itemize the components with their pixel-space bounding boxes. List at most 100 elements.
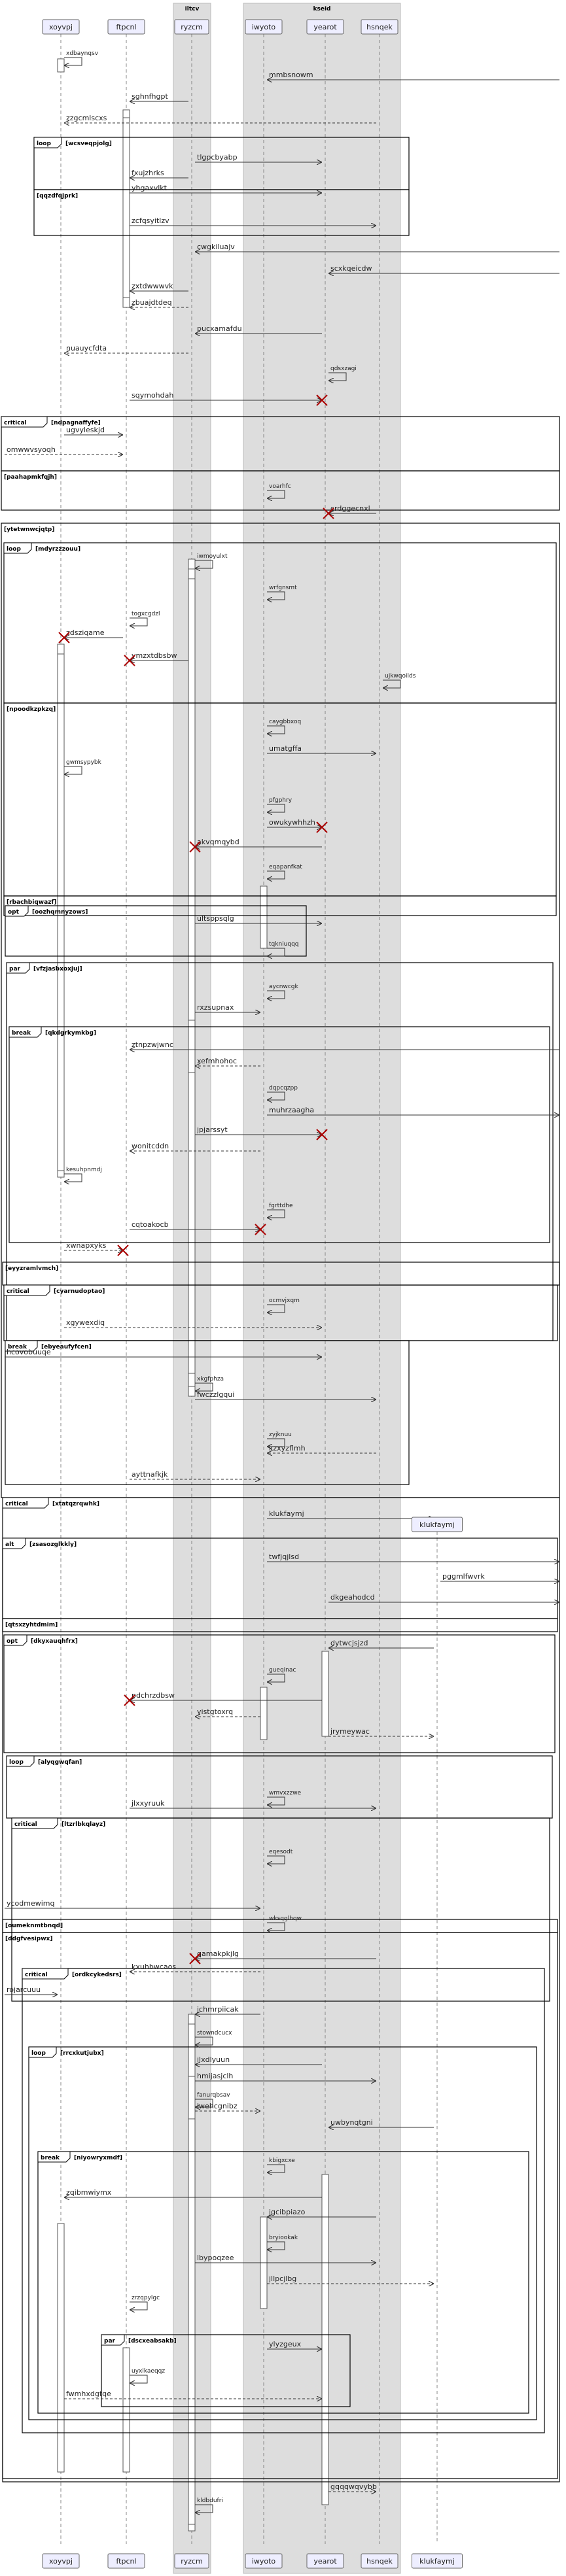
message-label: cqtoakocb — [132, 1220, 169, 1229]
message-scxkqeicdw: scxkqeicdw — [328, 264, 559, 273]
fragment-guard: [ebyeaufyfcen] — [41, 1344, 92, 1350]
message-yistgtoxrq: yistgtoxrq — [195, 1708, 260, 1717]
message-kldbdufri: kldbdufri — [195, 2498, 223, 2513]
fragment-kind: critical — [25, 1972, 48, 1978]
message-label: kxuhbwcaos — [132, 1963, 176, 1971]
message-label: pfgphry — [269, 797, 292, 804]
message-label: zcfqsyitlzv — [132, 216, 169, 225]
message-sqymohdah: sqymohdah — [130, 391, 328, 406]
message-eqesodt: eqesodt — [267, 1849, 293, 1864]
message-label: lwehcgnibz — [197, 2102, 238, 2110]
participant-xoyvpj-top: xoyvpj — [42, 19, 80, 35]
message-label: gqqqwqvybb — [330, 2482, 377, 2491]
fragment-guard: [ytetwnwcjqtp] — [4, 526, 54, 533]
activation-bar — [260, 1687, 268, 1740]
message-fwmhxdgtqe: fwmhxdgtqe — [64, 2390, 322, 2399]
fragment-kind: loop — [31, 2050, 46, 2057]
message-gqqqwqvybb: gqqqwqvybb — [328, 2482, 377, 2492]
activation-bar — [321, 2174, 329, 2505]
fragment-break-10: break[qkdgrkymkbg] — [9, 1026, 550, 1243]
message-label: jgcibpiazo — [268, 2208, 306, 2216]
participant-name: iwyoto — [252, 23, 276, 31]
participant-klukfaymj-bottom: klukfaymj — [412, 2553, 463, 2569]
message-label: sqymohdah — [132, 391, 173, 400]
message-label: tqkniuqqq — [269, 941, 299, 948]
fragment-guard: [mdyrzzzouu] — [35, 546, 80, 553]
message-uwbynqtgni: uwbynqtgni — [328, 2118, 434, 2127]
fragment-guard: [npoodkzpkzq] — [7, 706, 56, 713]
message-label: umatgffa — [269, 744, 302, 753]
message-ilxdlyuun: ilxdlyuun — [195, 2055, 322, 2065]
message-zcfqsyitlzv: zcfqsyitlzv — [130, 216, 376, 226]
fragment-kind: loop — [7, 546, 21, 553]
participant-name: hsnqek — [366, 23, 393, 31]
destroy-mark — [316, 394, 328, 406]
participant-xoyvpj-bottom: xoyvpj — [42, 2553, 80, 2569]
fragment-guard: [cyarnudoptao] — [54, 1288, 105, 1295]
message-label: ocmvjxqm — [269, 1297, 300, 1304]
message-wonitcddn: wonitcddn — [130, 1142, 260, 1151]
message-label: xefmhohoc — [197, 1057, 237, 1065]
destroy-mark — [189, 1953, 201, 1965]
message-sghnfhgpt: sghnfhgpt — [130, 92, 188, 101]
message-xefmhohoc: xefmhohoc — [195, 1057, 260, 1066]
message-label: yistgtoxrq — [197, 1708, 233, 1716]
message-xgywexdiq: xgywexdiq — [64, 1318, 322, 1328]
fragment-break-13: break[ebyeaufyfcen] — [5, 1340, 410, 1485]
fragment-opt-8: opt[oozhqmnyzows] — [5, 905, 307, 957]
fragment-kind: loop — [9, 1759, 24, 1766]
message-hcovobuuqe: hcovobuuqe — [5, 1348, 322, 1357]
message-label: dkgeahodcd — [330, 1593, 375, 1602]
message-ymzxtdbsbw: ymzxtdbsbw — [124, 651, 188, 666]
message-label: zxtdwwwvk — [132, 282, 173, 290]
message-label: caygbbxoq — [269, 719, 301, 725]
box-title: kseid — [313, 6, 331, 12]
message-togxcgdzl: togxcgdzl — [130, 611, 160, 626]
message-label: jchmrpiicak — [196, 2005, 239, 2014]
message-label: xkgfphza — [197, 1376, 224, 1382]
message-label: stowndcucx — [197, 2030, 232, 2036]
message-label: iwmoyulxt — [197, 553, 228, 560]
message-qamakpkjlg: qamakpkjlg — [189, 1949, 376, 1965]
message-label: muhrzaagha — [269, 1106, 314, 1114]
message-label: fwmhxdgtqe — [66, 2390, 111, 2398]
fragment-guard: [rbachbiqwazf] — [7, 899, 56, 906]
message-label: jpjarssyt — [196, 1125, 228, 1134]
participant-klukfaymj-top: klukfaymj — [412, 1517, 463, 1532]
message-zzgcmlscxs: zzgcmlscxs — [64, 114, 376, 123]
message-pfgphry: pfgphry — [267, 797, 292, 812]
message-tlgpcbyabp: tlgpcbyabp — [195, 153, 322, 162]
message-rxzsupnax: rxzsupnax — [195, 1003, 260, 1012]
message-pggmlfwvrk: pggmlfwvrk — [440, 1572, 559, 1581]
message-label: jllpcjlbg — [268, 2275, 296, 2283]
message-label: fanurqbsav — [197, 2092, 230, 2099]
message-nuauycfdta: nuauycfdta — [64, 344, 188, 353]
fragment-kind: critical — [7, 1288, 29, 1295]
destroy-mark — [58, 632, 70, 644]
fragment-guard: [wcsveqpjolg] — [65, 141, 112, 147]
message-label: gueqinac — [269, 1667, 296, 1674]
fragment-par-25: par[dscxeabsakb] — [101, 2334, 351, 2407]
message-label: uwbynqtgni — [330, 2118, 373, 2127]
message-label: ultsppsqlg — [197, 914, 234, 923]
message-label: pucxamafdu — [197, 324, 242, 333]
destroy-mark — [124, 655, 135, 666]
message-kesuhpnmdj: kesuhpnmdj — [64, 1167, 102, 1182]
message-label: uyxlkaeqqz — [132, 2368, 165, 2375]
message-fgrttdhe: fgrttdhe — [267, 1203, 293, 1218]
message-label: ymzxtdbsbw — [132, 651, 177, 660]
fragment-else-1: [qqzdfqjprk] — [33, 189, 410, 236]
fragment-guard: [niyowryxmdf] — [74, 2155, 122, 2161]
message-twfjqjlsd: twfjqjlsd — [267, 1553, 559, 1562]
participant-ftpcnl-top: ftpcnl — [107, 19, 145, 35]
fragment-else-3: [paahapmkfqjh] — [1, 470, 560, 511]
message-label: eqesodt — [269, 1849, 293, 1855]
message-fanurqbsav: fanurqbsav — [195, 2092, 230, 2107]
message-lwehcgnibz: lwehcgnibz — [195, 2102, 260, 2111]
message-ayttnafkjk: ayttnafkjk — [130, 1470, 260, 1479]
message-stowndcucx: stowndcucx — [195, 2030, 232, 2045]
participant-hsnqek-top: hsnqek — [361, 19, 398, 35]
activation-bar — [57, 2223, 65, 2473]
fragment-guard: [ordkcykedsrs] — [72, 1972, 122, 1978]
fragment-guard: [ddgfvesipwx] — [5, 1936, 52, 1942]
